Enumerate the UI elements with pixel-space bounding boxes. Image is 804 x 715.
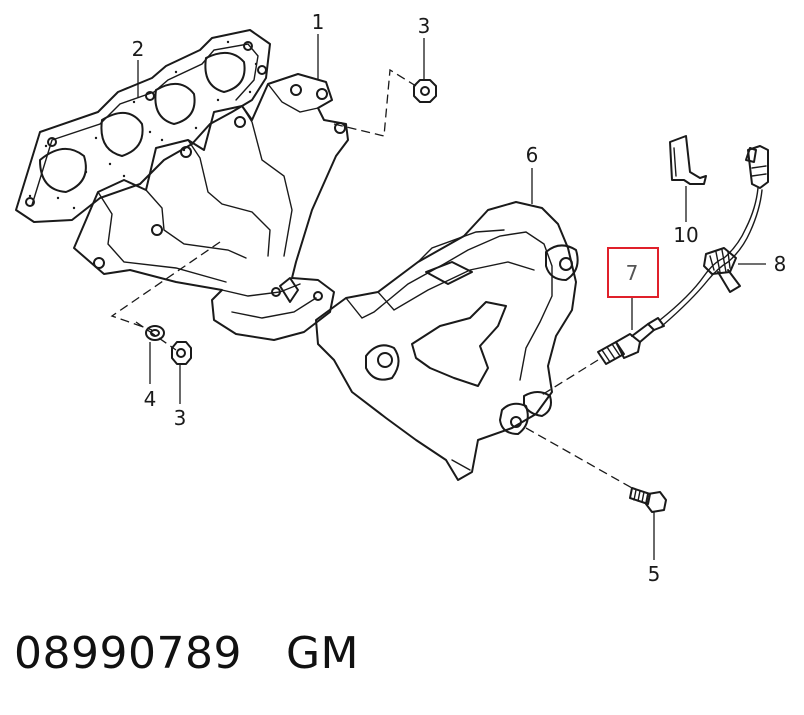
part-number: 08990789: [14, 628, 242, 679]
callout-7: 7: [626, 261, 639, 285]
washer-drawing: [145, 325, 165, 341]
callout-1: 1: [312, 10, 325, 34]
part-number-footer: 08990789 GM: [14, 628, 359, 679]
assembly-lines: [110, 68, 633, 489]
nut-lower-drawing: [171, 341, 192, 365]
oxygen-sensor-drawing: [597, 145, 769, 365]
callout-labels: 1 2 3 3 4 5 6 7 8 10: [132, 10, 787, 586]
callout-3-lower: 3: [174, 406, 187, 430]
exhaust-manifold-drawing: [73, 73, 349, 341]
clip-drawing: [703, 247, 741, 293]
leader-lines: [137, 34, 766, 560]
callout-2: 2: [132, 37, 145, 61]
callout-6: 6: [526, 143, 539, 167]
bolt-drawing: [629, 487, 667, 513]
callout-5: 5: [648, 562, 661, 586]
callout-7-highlight-box: [607, 247, 659, 298]
heat-shield-drawing: [315, 201, 579, 481]
callout-4: 4: [144, 387, 157, 411]
brand-name: GM: [285, 628, 360, 679]
callout-8: 8: [774, 252, 787, 276]
bracket-drawing: [669, 135, 707, 185]
manifold-gasket-drawing: [15, 29, 271, 223]
nut-drawing: [413, 79, 437, 103]
callout-3-upper: 3: [418, 14, 431, 38]
callout-10: 10: [673, 223, 698, 247]
